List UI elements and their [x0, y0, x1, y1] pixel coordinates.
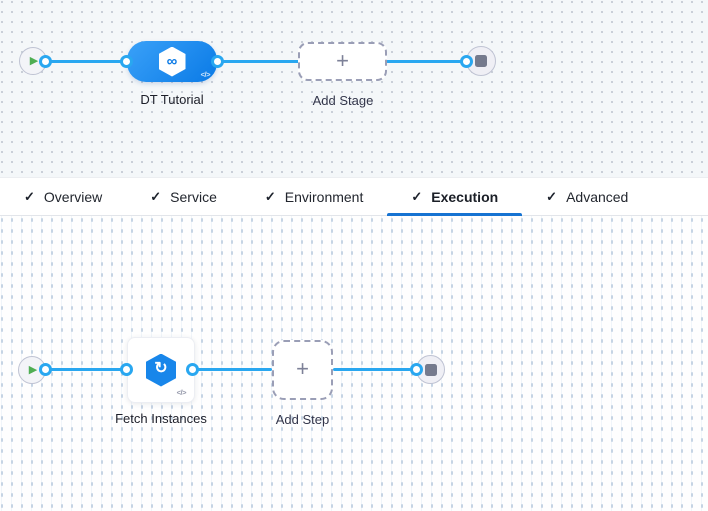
- refresh-arrow-icon: ↻: [154, 360, 168, 377]
- connector-port: [186, 363, 199, 376]
- connector-line: [45, 60, 129, 63]
- check-icon: ✓: [24, 189, 35, 204]
- tab-label: Execution: [431, 188, 499, 205]
- fetch-instances-step-icon: ↻: [146, 353, 176, 387]
- tab-service[interactable]: ✓ Service: [126, 178, 241, 215]
- check-icon: ✓: [411, 189, 423, 204]
- connector-port: [39, 363, 52, 376]
- tab-label: Service: [170, 188, 217, 205]
- check-icon: ✓: [264, 189, 276, 204]
- code-view-icon: </>: [176, 388, 187, 397]
- add-stage-button[interactable]: +: [298, 42, 387, 81]
- plus-icon: +: [296, 356, 309, 381]
- add-stage-label: Add Stage: [312, 93, 374, 108]
- tab-environment[interactable]: ✓ Environment: [241, 178, 388, 215]
- infinity-icon: ∞: [166, 52, 178, 70]
- check-icon: ✓: [150, 189, 162, 204]
- stage-pipeline-canvas: ▶ ∞ </> DT Tutorial + Add Stage: [0, 0, 708, 177]
- connector-port: [211, 55, 224, 68]
- connector-port: [39, 55, 52, 68]
- plus-icon: +: [336, 47, 349, 73]
- execution-step-canvas: ▶ ↻ </> Fetch Instances + Add Step: [0, 216, 708, 511]
- stage-label: DT Tutorial: [140, 92, 204, 107]
- code-view-icon: </>: [200, 70, 211, 79]
- play-icon: ▶: [29, 54, 39, 67]
- step-label: Fetch Instances: [115, 411, 207, 426]
- stage-config-tabs: ✓ Overview ✓ Service ✓ Environment ✓ Exe…: [0, 177, 708, 216]
- connector-line: [216, 60, 300, 63]
- connector-port: [410, 363, 423, 376]
- tab-execution[interactable]: ✓ Execution: [387, 178, 522, 216]
- connector-port: [120, 363, 133, 376]
- play-icon: ▶: [28, 363, 38, 376]
- connector-line: [333, 368, 411, 371]
- execution-end-node: [416, 355, 445, 384]
- add-step-button[interactable]: +: [272, 340, 333, 400]
- check-icon: ✓: [546, 189, 558, 204]
- stage-node-dt-tutorial[interactable]: ∞ </>: [127, 41, 217, 82]
- stop-icon: [424, 363, 437, 376]
- tab-advanced[interactable]: ✓ Advanced: [522, 178, 652, 215]
- connector-line: [45, 368, 129, 371]
- tab-label: Advanced: [566, 188, 629, 205]
- connector-port: [120, 55, 133, 68]
- tab-label: Environment: [284, 188, 364, 205]
- step-node-fetch-instances[interactable]: ↻ </>: [127, 337, 195, 403]
- add-step-label: Add Step: [275, 412, 330, 427]
- tab-label: Overview: [43, 188, 103, 205]
- tab-overview[interactable]: ✓ Overview: [0, 178, 126, 215]
- connector-port: [460, 55, 473, 68]
- connector-line: [386, 60, 467, 63]
- connector-line: [192, 368, 272, 371]
- harness-cd-icon: ∞: [158, 46, 186, 77]
- stop-icon: [475, 55, 487, 67]
